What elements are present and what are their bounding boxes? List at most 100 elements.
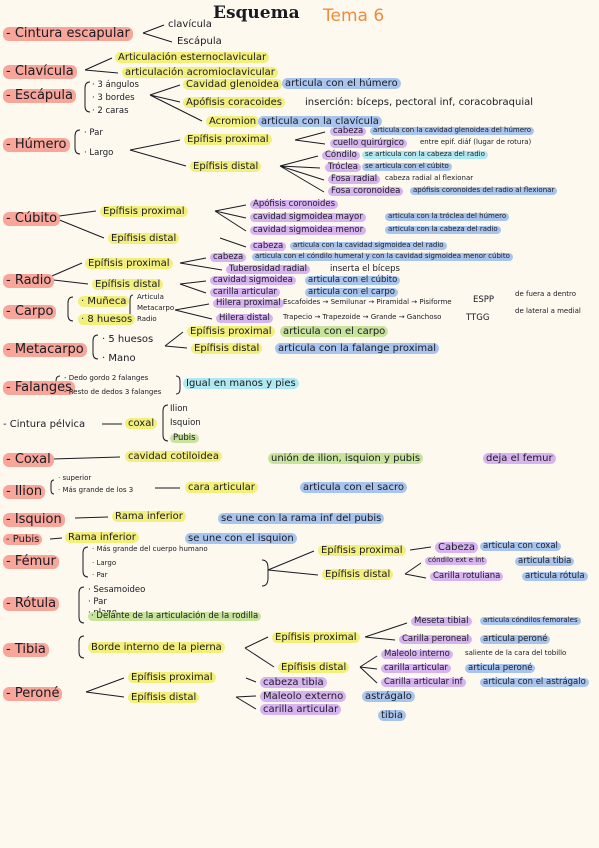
note-item: cabeza xyxy=(250,241,287,252)
note-item: articula con la cabeza del radio xyxy=(385,225,501,234)
note-item: inserta el bíceps xyxy=(330,264,400,274)
note-item: Apófisis coronoides xyxy=(250,199,339,210)
note-item: Maleolo externo xyxy=(260,691,347,702)
note-item: Metacarpo xyxy=(137,304,175,312)
note-item: cabeza xyxy=(330,126,367,137)
note-item: articula peroné xyxy=(480,634,551,645)
note-item: - Tibia xyxy=(3,642,49,658)
note-item: carilla articular xyxy=(260,704,342,715)
note-item: - Isquion xyxy=(3,512,65,528)
note-item: Hilera distal xyxy=(216,313,273,324)
note-item: - Clavícula xyxy=(3,64,77,80)
note-item: · superior xyxy=(58,474,92,482)
note-item: carilla articular xyxy=(210,287,280,298)
note-item: articula con el cúbito xyxy=(305,275,401,286)
note-item: · Par xyxy=(88,597,107,607)
note-item: astrágalo xyxy=(362,691,415,702)
note-item: · 2 caras xyxy=(92,106,129,116)
note-item: Igual en manos y pies xyxy=(183,378,299,389)
note-item: Cóndilo xyxy=(322,150,360,161)
note-item: articula peroné xyxy=(465,663,536,674)
note-item: articula cóndilos femorales xyxy=(480,616,581,625)
note-item: Fosa radial xyxy=(328,174,381,185)
note-item: cavidad sigmoidea xyxy=(210,275,296,286)
note-item: Hilera proximal xyxy=(213,298,284,309)
note-item: · 3 bordes xyxy=(92,93,135,103)
note-item: Epífisis proximal xyxy=(318,545,406,556)
note-item: - Radio xyxy=(3,273,55,289)
note-item: - Húmero xyxy=(3,137,70,153)
note-item: - Peroné xyxy=(3,686,63,702)
note-item: cóndilo ext e int xyxy=(425,556,488,565)
note-item: inserción: bíceps, pectoral inf, coracob… xyxy=(305,97,533,108)
note-item: - Rótula xyxy=(3,596,60,612)
note-item: Radio xyxy=(137,315,157,323)
note-item: · Largo xyxy=(92,559,117,567)
note-item: Meseta tibial xyxy=(411,616,472,627)
note-item: cuello quirúrgico xyxy=(330,138,407,149)
note-item: saliente de la cara del tobillo xyxy=(465,649,567,657)
note-item: Carilla articular inf xyxy=(381,677,466,688)
note-item: entre epif. diáf (lugar de rotura) xyxy=(420,138,532,146)
note-item: - Carpo xyxy=(3,304,57,320)
note-item: Epífisis proximal xyxy=(128,672,216,683)
note-item: articula con la clavícula xyxy=(258,116,382,127)
topic-label: Tema 6 xyxy=(323,6,385,26)
note-item: cabeza radial al flexionar xyxy=(385,174,474,182)
note-item: Isquion xyxy=(170,418,201,428)
note-item: unión de ilion, isquion y pubis xyxy=(268,453,424,464)
note-item: Epífisis distal xyxy=(322,569,394,580)
note-item: clavícula xyxy=(168,19,212,30)
note-item: se une con la rama inf del pubis xyxy=(218,513,385,524)
note-item: articula con la tróclea del húmero xyxy=(385,212,510,221)
note-item: Epífisis proximal xyxy=(100,206,188,217)
page-title: Esquema xyxy=(213,3,300,23)
note-item: · Más grande del cuerpo humano xyxy=(92,545,208,553)
note-item: Epífisis distal xyxy=(108,233,180,244)
note-item: Epífisis proximal xyxy=(184,134,272,145)
note-item: · Más grande de los 3 xyxy=(58,486,134,494)
note-item: Tróclea xyxy=(325,162,361,173)
note-item: - Coxal xyxy=(3,452,54,468)
note-item: - Fémur xyxy=(3,554,59,570)
note-item: · 3 ángulos xyxy=(92,80,139,90)
note-item: articula con la cavidad glenoidea del hú… xyxy=(370,126,535,135)
note-item: articula con el sacro xyxy=(300,482,407,493)
note-item: Articula xyxy=(137,293,164,301)
note-item: Cavidad glenoidea xyxy=(183,79,282,90)
note-item: de fuera a dentro xyxy=(515,290,577,298)
note-item: se articula con el cúbito xyxy=(362,162,452,171)
note-item: cabeza tibia xyxy=(260,677,327,688)
note-item: se une con el isquion xyxy=(185,533,297,544)
note-item: - Resto de dedos 3 falanges xyxy=(64,388,162,396)
note-item: articula tibia xyxy=(515,556,575,567)
note-item: articula con el carpo xyxy=(305,287,398,298)
note-item: articula con coxal xyxy=(480,541,561,552)
note-item: · Mano xyxy=(102,353,136,364)
note-item: - Pubis xyxy=(3,534,43,545)
note-item: articula con el húmero xyxy=(282,78,401,89)
note-item: cavidad cotiloidea xyxy=(125,451,222,462)
note-item: Epífisis proximal xyxy=(187,326,275,337)
note-item: Borde interno de la pierna xyxy=(88,642,225,653)
note-item: · Largo xyxy=(84,148,114,158)
note-item: Carilla rotuliana xyxy=(430,571,504,582)
note-item: · Par xyxy=(84,128,103,138)
note-item: Articulación esternoclavicular xyxy=(115,52,270,63)
note-item: Apófisis coracoides xyxy=(183,97,285,108)
note-item: Escápula xyxy=(177,36,222,47)
note-item: Epífisis distal xyxy=(190,161,262,172)
note-item: cabeza xyxy=(210,252,247,263)
note-item: carilla articular xyxy=(381,663,451,674)
note-item: Epífisis distal xyxy=(128,692,200,703)
note-item: articula con el astrágalo xyxy=(480,677,589,688)
note-item: - Dedo gordo 2 falanges xyxy=(64,374,149,382)
note-item: - Ilion xyxy=(3,484,46,500)
note-item: Cabeza xyxy=(435,542,478,553)
note-item: articula con el carpo xyxy=(280,326,389,337)
note-item: se articula con la cabeza del radio xyxy=(362,150,488,159)
note-item: · Sesamoideo xyxy=(88,585,146,595)
note-item: Epífisis distal xyxy=(191,343,263,354)
note-item: de lateral a medial xyxy=(515,307,581,315)
